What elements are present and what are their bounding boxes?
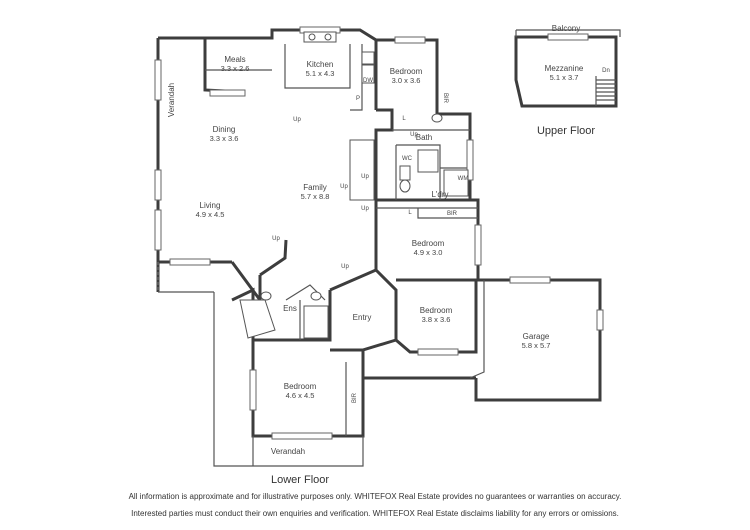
room-name: Bedroom: [390, 67, 423, 76]
room-dims: 4.6 x 4.5: [286, 391, 315, 400]
verandah-left-label: Verandah: [167, 83, 176, 117]
stair-up-label: Up: [361, 206, 369, 212]
room-family: Family 5.7 x 8.8: [301, 183, 330, 201]
room-name: Family: [303, 183, 327, 192]
upper-floor: Balcony Mezzanine 5.1 x 3.7 Dn Upper Flo…: [514, 24, 621, 137]
room-dims: 4.9 x 4.5: [196, 210, 225, 219]
room-name: Dining: [213, 125, 236, 134]
stair-up-label: Up: [410, 132, 418, 138]
bath-label: Bath: [416, 133, 432, 142]
stair-up-label: Up: [272, 236, 280, 242]
entry-label: Entry: [353, 313, 372, 322]
dw-label: DW: [363, 78, 373, 84]
room-name: Kitchen: [307, 60, 334, 69]
room-garage: Garage 5.8 x 5.7: [522, 332, 551, 350]
lower-floor-partitions: [157, 44, 478, 467]
ensuite-label: Ens: [283, 304, 297, 313]
bir-main-label: BIR: [352, 392, 358, 403]
stair-up-label: Up: [293, 117, 301, 123]
stair-up-label: Up: [361, 174, 369, 180]
pantry-label: P: [356, 96, 360, 102]
verandah-bottom-label: Verandah: [271, 447, 305, 456]
room-dims: 3.3 x 3.6: [210, 134, 239, 143]
room-name: Living: [200, 201, 221, 210]
room-dims: 3.3 x 2.6: [221, 64, 250, 73]
mezzanine-dims: 5.1 x 3.7: [550, 73, 579, 82]
room-dims: 4.9 x 3.0: [414, 248, 443, 257]
room-dims: 3.8 x 3.6: [422, 315, 451, 324]
room-name: Bedroom: [412, 239, 445, 248]
room-meals: Meals 3.3 x 2.6: [221, 55, 250, 73]
wm-label: WM: [458, 176, 469, 182]
linen-label: L: [402, 116, 406, 122]
mezzanine-name: Mezzanine: [545, 64, 584, 73]
room-bedroom-main: Bedroom 4.6 x 4.5: [284, 382, 317, 400]
room-kitchen: Kitchen 5.1 x 4.3: [306, 60, 335, 78]
room-bedroom-right: Bedroom 3.8 x 3.6: [420, 306, 453, 324]
stair-up-label: Up: [340, 184, 348, 190]
room-dims: 3.0 x 3.6: [392, 76, 421, 85]
room-bedroom-mid: Bedroom 4.9 x 3.0: [412, 239, 445, 257]
fixtures: [239, 31, 469, 339]
bir-top-label: BIR: [442, 93, 448, 104]
room-name: Meals: [224, 55, 245, 64]
windows: [154, 26, 604, 440]
room-name: Bedroom: [420, 306, 453, 315]
wc-label: WC: [402, 156, 413, 162]
room-dims: 5.1 x 4.3: [306, 69, 335, 78]
laundry-label: L'dry: [431, 190, 448, 199]
garage-block: [469, 280, 485, 379]
stair-up-label: Up: [341, 264, 349, 270]
room-name: Bedroom: [284, 382, 317, 391]
room-dims: 5.7 x 8.8: [301, 192, 330, 201]
balcony-label: Balcony: [552, 24, 580, 33]
disclaimer-line-2: Interested parties must conduct their ow…: [131, 509, 619, 518]
room-name: Garage: [523, 332, 550, 341]
upper-floor-title: Upper Floor: [537, 125, 595, 137]
stair-down-label: Dn: [602, 68, 610, 74]
linen-label: L: [408, 210, 412, 216]
room-dims: 5.8 x 5.7: [522, 341, 551, 350]
room-dining: Dining 3.3 x 3.6: [210, 125, 239, 143]
room-bedroom-top: Bedroom 3.0 x 3.6: [390, 67, 423, 85]
lower-floor-title: Lower Floor: [271, 474, 329, 486]
room-living: Living 4.9 x 4.5: [196, 201, 225, 219]
bir-mid-label: BIR: [447, 211, 458, 217]
disclaimer-line-1: All information is approximate and for i…: [128, 492, 622, 501]
